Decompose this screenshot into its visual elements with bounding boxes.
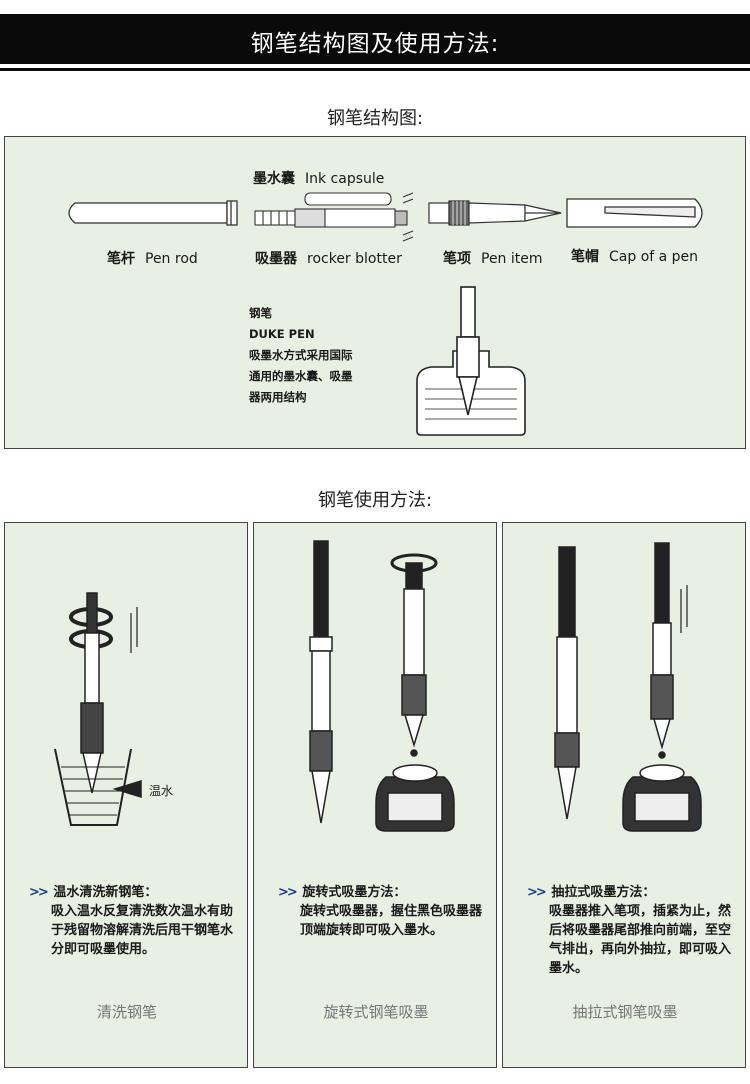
ink-bottle-illustration	[416, 286, 526, 436]
usage-title: 钢笔使用方法:	[317, 490, 433, 511]
usage-caption-pull: 抽拉式钢笔吸墨	[572, 1003, 678, 1021]
page-title: 钢笔结构图及使用方法:	[250, 31, 500, 57]
pen-rod-illustration	[68, 200, 238, 226]
chevron-double-icon: >>	[29, 885, 49, 900]
usage-panel-pull: >> 抽拉式吸墨方法： 吸墨器推入笔项，插紧为止，然后将吸墨器尾部推向前端，至空…	[502, 522, 746, 1068]
chevron-double-icon: >>	[527, 885, 547, 900]
usage-text-clean: >> 温水清洗新钢笔： 吸入温水反复清洗数次温水有助于残留物溶解清洗后甩干钢笔水…	[29, 885, 234, 957]
cleaning-illustration: 温水	[54, 592, 173, 826]
pen-cap-illustration	[566, 198, 703, 228]
usage-text-rotary: >> 旋转式吸墨方法： 旋转式吸墨器，握住黑色吸墨器顶端旋转即可吸入墨水。	[278, 885, 483, 938]
chevron-double-icon: >>	[278, 885, 298, 900]
pull-illustration	[554, 542, 702, 832]
usage-caption-clean: 清洗钢笔	[96, 1003, 157, 1021]
header-bar: 钢笔结构图及使用方法:	[0, 14, 750, 71]
usage-panel-clean: 温水 >> 温水清洗新钢笔： 吸入温水反复清洗数次温水有助于残留物溶解清洗后甩干…	[4, 522, 248, 1068]
pen-structure-diagram	[68, 192, 703, 436]
structure-note: 钢笔 DUKE PEN 吸墨水方式采用国际 通用的墨水囊、吸墨 器两用结构	[249, 306, 353, 404]
header-underline	[0, 68, 750, 71]
ink-capsule-illustration	[304, 192, 392, 206]
structure-title: 钢笔结构图:	[326, 108, 424, 129]
rotary-illustration	[309, 540, 455, 832]
rocker-blotter-illustration	[254, 192, 414, 242]
usage-panel-rotary: >> 旋转式吸墨方法： 旋转式吸墨器，握住黑色吸墨器顶端旋转即可吸入墨水。 旋转…	[253, 522, 497, 1068]
warm-water-label: 温水	[149, 784, 173, 798]
usage-caption-rotary: 旋转式钢笔吸墨	[323, 1003, 429, 1021]
usage-text-pull: >> 抽拉式吸墨方法： 吸墨器推入笔项，插紧为止，然后将吸墨器尾部推向前端，至空…	[527, 885, 732, 976]
pen-item-illustration	[428, 200, 562, 226]
